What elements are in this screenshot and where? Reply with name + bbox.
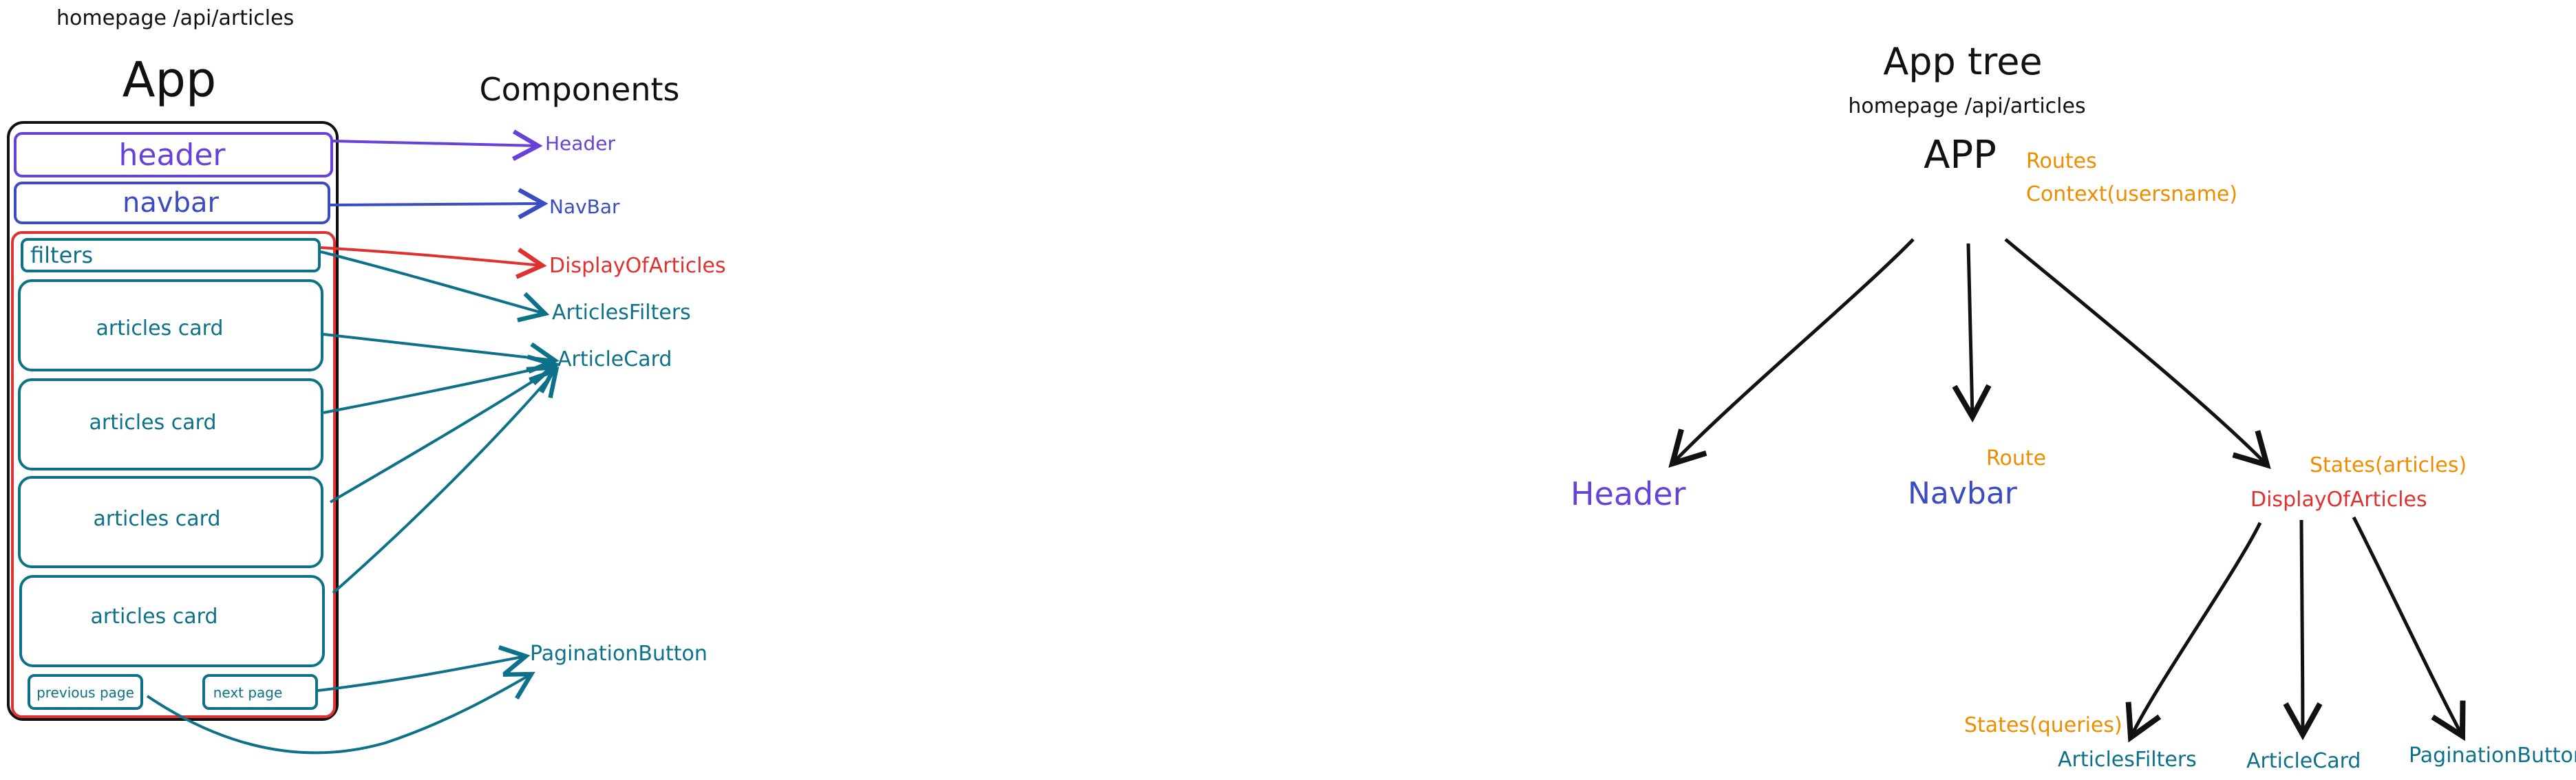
- arrow-header: [332, 129, 543, 161]
- navbar-box-label: navbar: [123, 187, 219, 219]
- tree-display-note: States(articles): [2310, 453, 2467, 477]
- left-route-label: homepage /api/articles: [56, 6, 294, 30]
- display-container: [11, 231, 336, 718]
- article-card-box: [19, 575, 325, 667]
- arrow-card-3: [329, 365, 559, 503]
- article-card-label: articles card: [91, 605, 218, 629]
- tree-arrow-navbar: [1952, 243, 1992, 423]
- tree-app-node: APP: [1924, 133, 1997, 177]
- arrow-display: [320, 246, 547, 279]
- header-box: [14, 132, 333, 177]
- tree-arrow-card: [2283, 519, 2323, 741]
- app-frame: [7, 121, 339, 721]
- tree-header-node: Header: [1571, 475, 1686, 512]
- tree-arrow-header: [1668, 238, 1915, 468]
- tree-route-label: homepage /api/articles: [1848, 94, 2085, 118]
- article-card-box: [18, 378, 323, 470]
- tree-arrow-filters: [2125, 521, 2262, 743]
- component-header: Header: [545, 132, 615, 155]
- previous-page-button: [28, 674, 143, 710]
- arrow-next-page: [317, 645, 531, 692]
- tree-title: App tree: [1883, 40, 2042, 83]
- article-card-label: articles card: [89, 411, 217, 435]
- components-title: Components: [479, 71, 679, 108]
- previous-page-label: previous page: [36, 684, 134, 701]
- component-card: ArticleCard: [557, 347, 672, 371]
- tree-app-note-routes: Routes: [2026, 149, 2097, 173]
- tree-filters-note: States(queries): [1964, 713, 2122, 737]
- header-box-label: header: [118, 138, 226, 173]
- tree-arrow-display: [2004, 238, 2271, 469]
- tree-pagination-node: PaginationButton: [2409, 744, 2576, 768]
- tree-card-node: ArticleCard: [2246, 749, 2361, 773]
- component-display: DisplayOfArticles: [549, 254, 726, 278]
- left-app-title: App: [123, 52, 217, 108]
- arrow-navbar: [330, 188, 549, 219]
- tree-navbar-note: Route: [1986, 446, 2046, 470]
- filters-box: [21, 238, 321, 272]
- article-card-label: articles card: [96, 316, 224, 340]
- tree-display-node: DisplayOfArticles: [2250, 488, 2427, 512]
- next-page-label: next page: [213, 684, 283, 701]
- filters-box-label: filters: [30, 242, 93, 268]
- arrow-card-1: [323, 333, 560, 374]
- component-filters: ArticlesFilters: [552, 301, 691, 325]
- tree-app-note-context: Context(usersname): [2026, 182, 2237, 206]
- article-card-box: [18, 279, 323, 371]
- component-navbar: NavBar: [549, 195, 620, 218]
- tree-arrow-pagination: [2352, 516, 2466, 741]
- tree-navbar-node: Navbar: [1908, 476, 2018, 511]
- navbar-box: [14, 182, 330, 224]
- arrow-previous-page: [146, 671, 535, 755]
- arrow-card-4: [332, 367, 560, 594]
- article-card-box: [18, 476, 323, 568]
- tree-filters-node: ArticlesFilters: [2058, 748, 2197, 772]
- next-page-button: [202, 674, 318, 710]
- article-card-label: articles card: [94, 507, 221, 531]
- component-pagination: PaginationButton: [530, 642, 707, 666]
- arrow-filters: [320, 250, 550, 323]
